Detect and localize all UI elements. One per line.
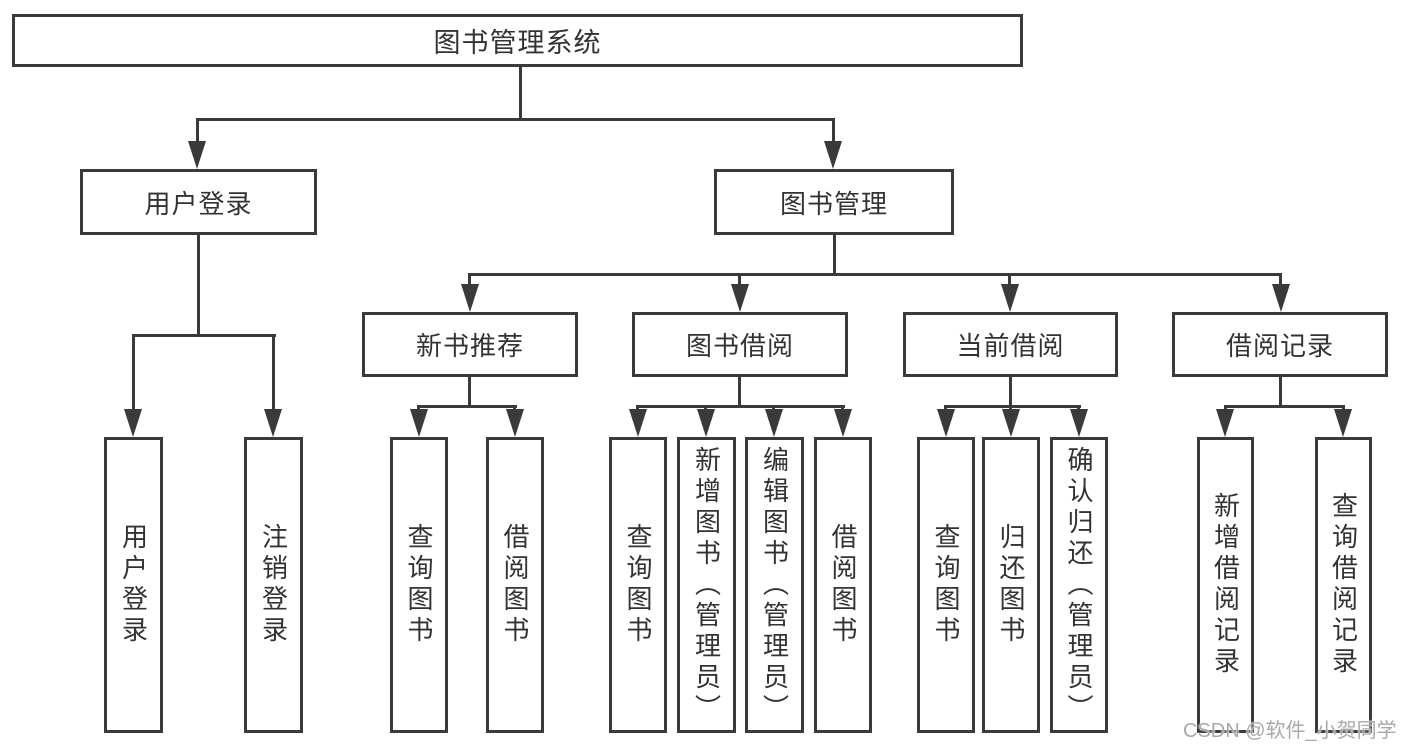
node-root-label: 图书管理系统 xyxy=(433,28,602,58)
leaf-user-login: 用户登录 xyxy=(104,437,163,733)
arrow-down-icon xyxy=(765,409,783,437)
connector-book-mgmt-shaft xyxy=(832,118,835,142)
connector-book-mgmt-drop xyxy=(833,235,836,273)
arrow-down-icon xyxy=(731,284,749,312)
node-current-borrow: 当前借阅 xyxy=(903,312,1118,377)
connector-group-drop xyxy=(738,377,741,408)
leaf-label: 归还图书 xyxy=(996,523,1026,647)
leaf-label: 新增借阅记录 xyxy=(1210,492,1241,678)
leaf-label: 查询图书 xyxy=(404,523,434,647)
leaf-edit-book-admin: 编辑图书（管理员） xyxy=(745,437,804,733)
arrow-down-icon xyxy=(188,141,206,169)
leaf-query-books: 查询图书 xyxy=(917,437,975,733)
connector-l2-shaft xyxy=(468,276,471,285)
node-book-management: 图书管理 xyxy=(714,169,954,235)
arrow-down-icon xyxy=(1334,409,1352,437)
connector-l2-shaft xyxy=(1279,276,1282,285)
connector-group-bar xyxy=(636,405,845,408)
leaf-label: 确认归还（管理员） xyxy=(1064,445,1094,725)
arrow-down-icon xyxy=(461,284,479,312)
connector-leaf-shaft xyxy=(1077,405,1080,411)
arrow-down-icon xyxy=(629,409,647,437)
connector-leaf-shaft xyxy=(636,405,639,411)
connector-leaf-shaft xyxy=(132,334,135,409)
connector-root-drop xyxy=(519,67,522,118)
leaf-add-borrow-record: 新增借阅记录 xyxy=(1197,437,1254,733)
node-book-borrow: 图书借阅 xyxy=(632,312,848,377)
leaf-confirm-return-admin: 确认归还（管理员） xyxy=(1050,437,1108,733)
connector-l2-shaft xyxy=(1008,276,1011,285)
connector-leaf-shaft xyxy=(272,334,275,409)
leaf-query-books: 查询图书 xyxy=(390,437,448,733)
leaf-label: 借阅图书 xyxy=(500,523,530,647)
node-label: 借阅记录 xyxy=(1225,331,1334,361)
arrow-down-icon xyxy=(1001,284,1019,312)
connector-book-mgmt-bar xyxy=(468,273,1282,276)
node-user-login-label: 用户登录 xyxy=(144,188,253,219)
node-book-management-label: 图书管理 xyxy=(779,188,888,219)
leaf-label: 查询图书 xyxy=(931,523,961,647)
watermark: CSDN @软件_小贺同学 xyxy=(1183,720,1397,742)
leaf-add-book-admin: 新增图书（管理员） xyxy=(677,437,736,733)
arrow-down-icon xyxy=(697,409,715,437)
arrow-down-icon xyxy=(834,409,852,437)
connector-leaf-shaft xyxy=(1342,405,1345,411)
connector-user-login-drop xyxy=(197,235,200,334)
leaf-logout: 注销登录 xyxy=(244,437,303,733)
connector-group-drop xyxy=(1279,377,1282,408)
connector-user-login-shaft xyxy=(196,118,199,142)
leaf-label: 查询图书 xyxy=(623,523,653,647)
node-root: 图书管理系统 xyxy=(12,14,1023,67)
connector-group-bar xyxy=(944,405,1081,408)
connector-leaf-shaft xyxy=(1224,405,1227,411)
leaf-query-books: 查询图书 xyxy=(609,437,667,733)
connector-l2-shaft xyxy=(738,276,741,285)
connector-leaf-shaft xyxy=(704,405,707,411)
arrow-down-icon xyxy=(506,409,524,437)
connector-leaf-shaft xyxy=(944,405,947,411)
connector-leaf-shaft xyxy=(417,405,420,411)
connector-leaf-shaft xyxy=(841,405,844,411)
connector-group-drop xyxy=(1009,377,1012,408)
leaf-return-books: 归还图书 xyxy=(982,437,1040,733)
arrow-down-icon xyxy=(1070,409,1088,437)
connector-group-drop xyxy=(468,377,471,408)
connector-leaf-shaft xyxy=(772,405,775,411)
arrow-down-icon xyxy=(1216,409,1234,437)
node-label: 图书借阅 xyxy=(685,331,794,361)
node-new-book-recommend: 新书推荐 xyxy=(362,312,578,377)
leaf-borrow-books: 借阅图书 xyxy=(814,437,872,733)
connector-user-login-bar xyxy=(132,334,276,337)
connector-leaf-shaft xyxy=(513,405,516,411)
arrow-down-icon xyxy=(1002,409,1020,437)
leaf-borrow-books: 借阅图书 xyxy=(486,437,544,733)
arrow-down-icon xyxy=(824,141,842,169)
leaf-label: 编辑图书（管理员） xyxy=(759,445,790,725)
connector-leaf-shaft xyxy=(1009,405,1012,411)
connector-root-bar xyxy=(196,118,835,121)
leaf-label: 借阅图书 xyxy=(828,523,858,647)
leaf-label: 用户登录 xyxy=(118,523,149,647)
leaf-query-borrow-record: 查询借阅记录 xyxy=(1315,437,1372,733)
connector-group-bar xyxy=(417,405,517,408)
arrow-down-icon xyxy=(264,409,282,437)
leaf-label: 查询借阅记录 xyxy=(1328,492,1359,678)
node-user-login: 用户登录 xyxy=(80,169,317,235)
node-borrow-records: 借阅记录 xyxy=(1172,312,1388,377)
connector-group-bar xyxy=(1224,405,1345,408)
leaf-label: 注销登录 xyxy=(258,523,289,647)
node-label: 当前借阅 xyxy=(956,331,1065,361)
node-label: 新书推荐 xyxy=(415,331,524,361)
arrow-down-icon xyxy=(124,409,142,437)
arrow-down-icon xyxy=(410,409,428,437)
arrow-down-icon xyxy=(1272,284,1290,312)
arrow-down-icon xyxy=(937,409,955,437)
leaf-label: 新增图书（管理员） xyxy=(691,445,722,725)
